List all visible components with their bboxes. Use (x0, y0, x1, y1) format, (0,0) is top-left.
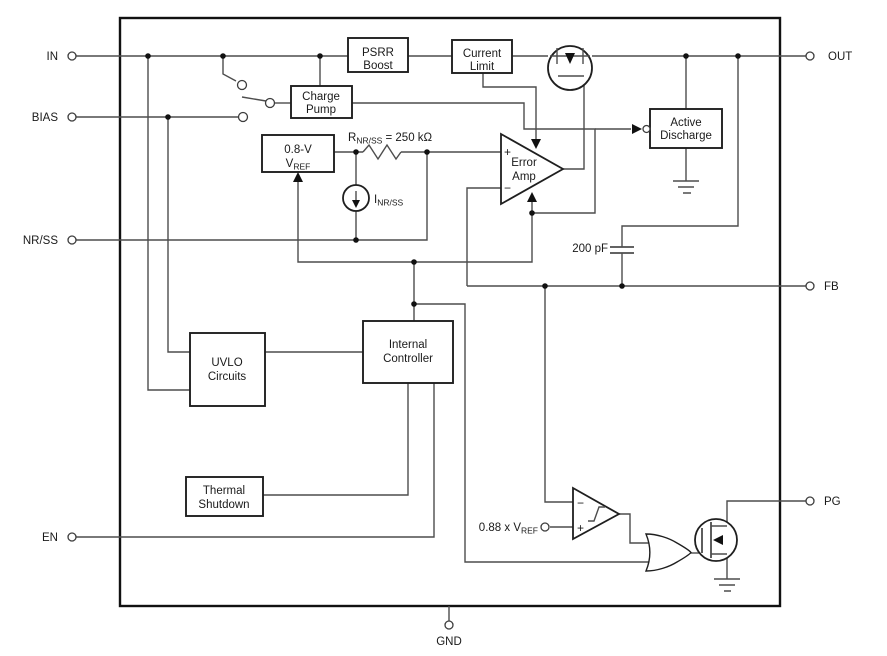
en-pin-label: EN (42, 532, 58, 544)
wire-comparator-to-orgate (619, 513, 652, 544)
wire-currentlimit-to-erroramp (482, 73, 537, 140)
wire-thermal-to-controller (263, 383, 409, 496)
error-amp-label-1: Error (511, 157, 537, 169)
inrss-label: INR/SS (374, 194, 404, 208)
wire-control-to-internal-controller-and-orgate (413, 262, 652, 563)
threshold-node (540, 522, 550, 532)
wire-control-rail-to-vref (297, 178, 533, 263)
uvlo-label-2: Circuits (208, 371, 247, 383)
psrr-boost-label-2: Boost (363, 60, 393, 72)
nrss-pin-label: NR/SS (23, 235, 58, 247)
rnrss-label: RNR/SS = 250 kΩ (348, 132, 433, 146)
wire-en-to-controller (76, 383, 435, 538)
wire-chargepump-output (352, 102, 596, 214)
current-limit-block (451, 39, 513, 74)
or-gate-icon (644, 533, 692, 572)
ground-icon-active-discharge (673, 180, 699, 194)
vref-label-2: VREF (286, 158, 311, 172)
arrow-into-vref (293, 172, 303, 182)
hysteresis-icon (588, 506, 605, 522)
error-amp-triangle (500, 132, 565, 206)
psrr-boost-block (347, 37, 409, 73)
junction-dots (145, 53, 741, 307)
error-amp-label-2: Amp (512, 171, 536, 183)
inverter-bubble-icon (642, 124, 651, 134)
comparator-plus: + (577, 521, 584, 535)
error-amp-plus: + (504, 145, 511, 159)
resistor-zigzag (362, 143, 402, 161)
device-boundary-box (118, 16, 782, 608)
vref-label-1: 0.8-V (284, 144, 312, 156)
vref-block (261, 134, 335, 173)
charge-pump-label-1: Charge (302, 91, 340, 103)
current-limit-label-1: Current (463, 48, 502, 60)
fb-pin (805, 281, 815, 291)
out-pin (805, 51, 815, 61)
gnd-pin-label: GND (436, 636, 462, 648)
bias-switch-icon (236, 79, 276, 123)
ground-icon-pgfet (714, 578, 740, 592)
wire-bias-to-uvlo (167, 117, 190, 353)
wire-in-to-uvlo (147, 56, 190, 391)
in-pin (67, 51, 77, 61)
arrow-into-erroramp-top (531, 139, 541, 149)
charge-pump-label-2: Pump (306, 104, 336, 116)
comparator-minus: − (577, 496, 584, 510)
wire-cap-to-out (621, 56, 739, 286)
pg-fet-icon (694, 518, 738, 562)
cap-label: 200 pF (572, 243, 608, 255)
active-discharge-label-2: Discharge (660, 130, 712, 142)
gnd-pin (444, 620, 454, 630)
fb-pin-label: FB (824, 281, 839, 293)
internal-controller-label-1: Internal (389, 339, 427, 351)
thermal-shutdown-label-1: Thermal (203, 485, 245, 497)
wires (76, 55, 806, 621)
arrow-into-erroramp-bottom (527, 192, 537, 202)
arrow-into-active-discharge (632, 124, 642, 134)
capacitor-plates (610, 246, 634, 254)
uvlo-label-1: UVLO (211, 357, 242, 369)
pg-pin (805, 496, 815, 506)
en-pin (67, 532, 77, 542)
wire-erroramp-out-to-passfet-gate (563, 76, 585, 170)
current-source-icon (342, 184, 370, 212)
nrss-pin (67, 235, 77, 245)
in-pin-label: IN (47, 51, 59, 63)
thermal-shutdown-label-2: Shutdown (198, 499, 249, 511)
bias-pin-label: BIAS (32, 112, 59, 124)
bias-pin (67, 112, 77, 122)
wire-nrss-line (76, 152, 428, 241)
wire-switch-lever (241, 96, 267, 102)
wire-fb-to-comparator (544, 286, 573, 503)
active-discharge-block (649, 108, 723, 149)
thermal-shutdown-block (185, 476, 264, 517)
internal-controller-label-2: Controller (383, 353, 433, 365)
pg-pin-label: PG (824, 496, 841, 508)
uvlo-block (189, 332, 266, 407)
pass-fet-icon (547, 45, 593, 91)
pg-threshold-label: 0.88 x VREF (479, 522, 538, 536)
charge-pump-block (290, 85, 353, 119)
active-discharge-label-1: Active (670, 117, 701, 129)
wire-in-switch-branch (222, 56, 237, 82)
current-limit-label-2: Limit (470, 61, 495, 73)
out-pin-label: OUT (828, 51, 852, 63)
wire-erroramp-minus-to-fb (466, 187, 501, 286)
internal-controller-block (362, 320, 454, 384)
error-amp-minus: − (504, 181, 511, 195)
psrr-boost-label-1: PSRR (362, 47, 394, 59)
